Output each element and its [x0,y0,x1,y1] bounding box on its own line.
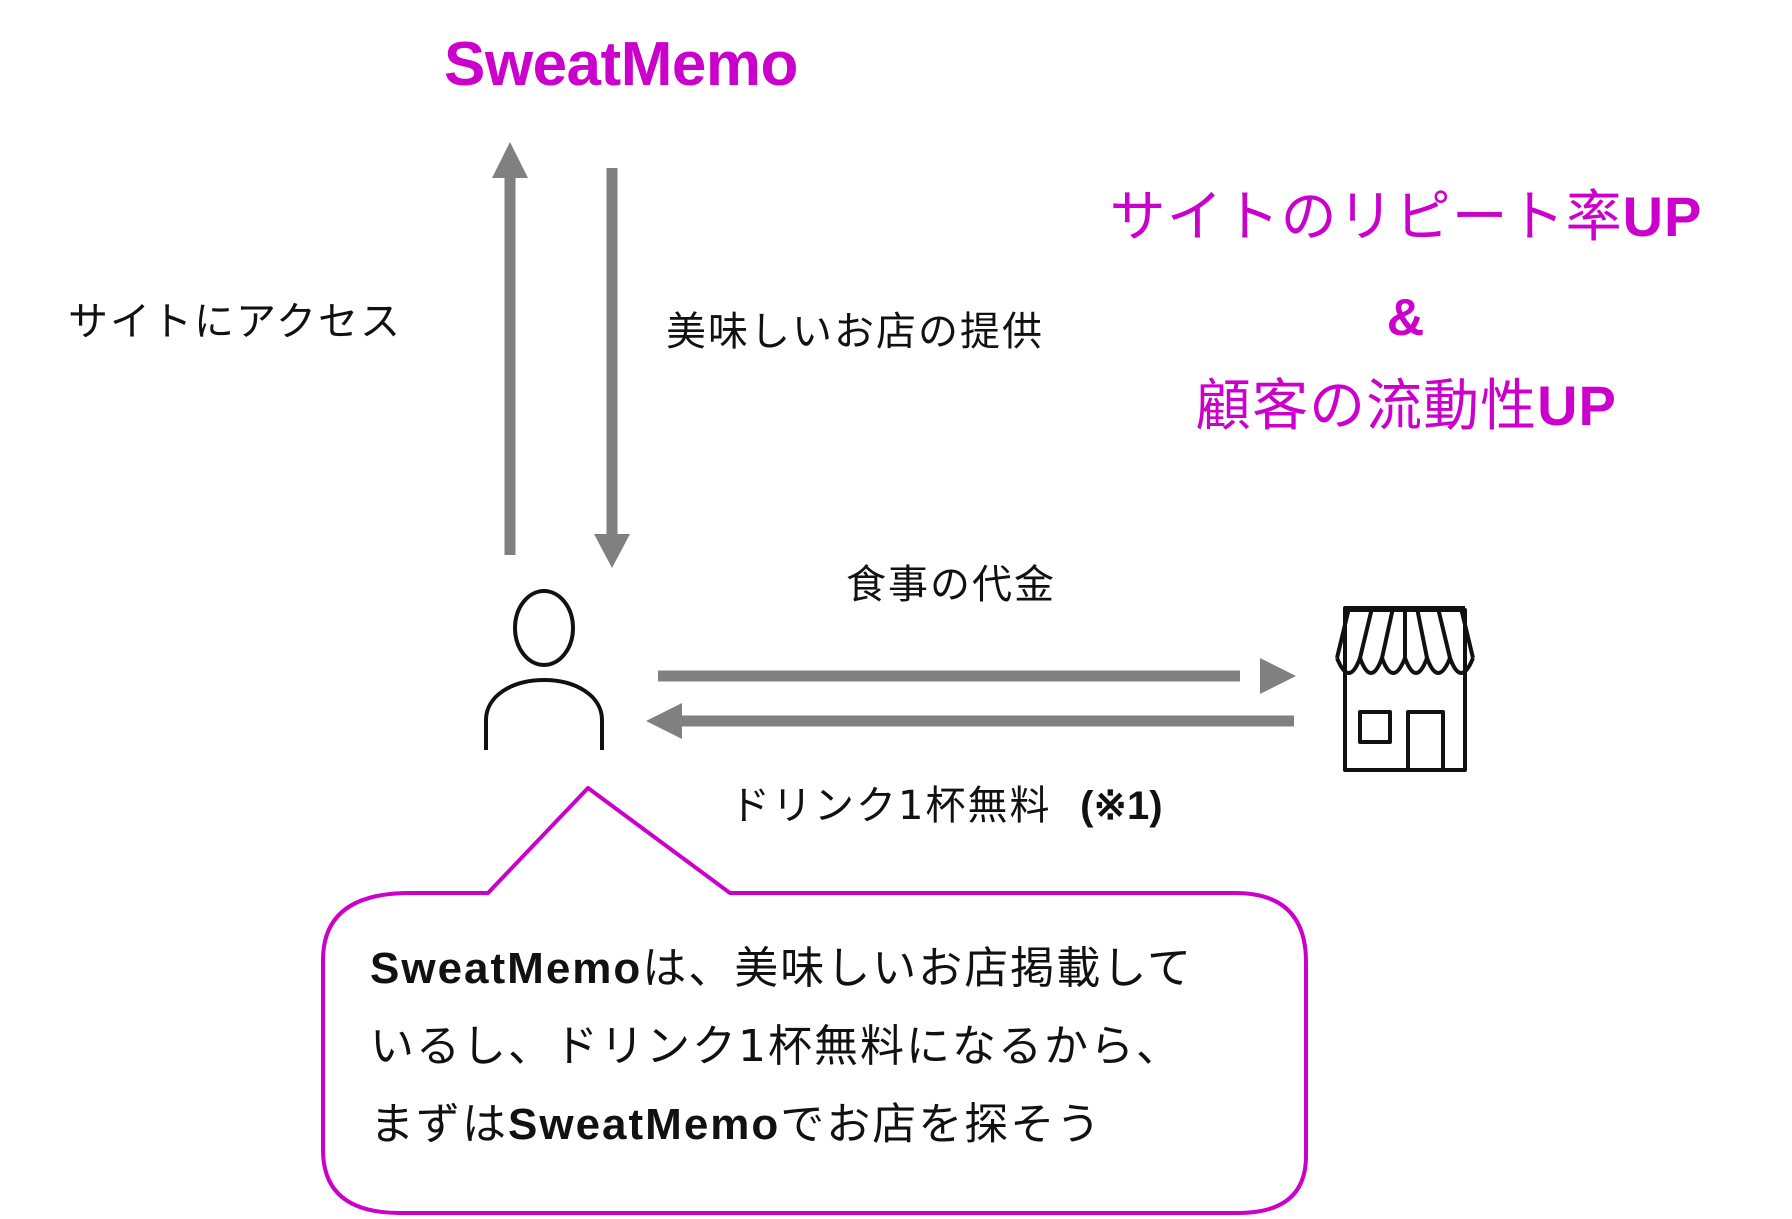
speech-bubble-text: SweatMemoは、美味しいお店掲載して いるし、ドリンク1杯無料になるから、… [370,930,1290,1164]
arrow-user-to-shop [658,658,1296,694]
bubble-brand-3: SweatMemo [508,1100,781,1149]
bubble-line-3: まずはSweatMemoでお店を探そう [370,1086,1290,1164]
arrow-shop-to-user [646,703,1294,739]
storefront-icon [1335,606,1475,772]
benefit-customer-flow-text: 顧客の流動性 [1195,374,1538,439]
bubble-line-2: いるし、ドリンク1杯無料になるから、 [370,1021,1182,1072]
arrow-user-to-site [492,142,528,555]
bubble-line-1-rest: は、美味しいお店掲載して [642,943,1193,994]
site-title: SweatMemo [444,30,798,99]
label-user-to-site: サイトにアクセス [68,299,402,345]
benefit-customer-flow-up: UP [1537,374,1617,437]
person-icon [484,589,604,750]
label-shop-to-user-text: ドリンク1杯無料 [730,783,1052,829]
label-shop-to-user: ドリンク1杯無料 (※1) [730,786,1163,826]
bubble-brand-1: SweatMemo [370,944,643,993]
label-user-to-shop: 食事の代金 [846,562,1056,608]
benefit-ampersand: & [1386,289,1426,347]
arrow-site-to-user [594,168,630,568]
speech-bubble [321,786,1308,1215]
bubble-line-3-post: でお店を探そう [780,1099,1103,1150]
label-shop-to-user-note: (※1) [1080,784,1163,828]
benefit-customer-flow: 顧客の流動性UP [1056,378,1756,435]
benefit-repeat-rate-text: サイトのリピート率 [1109,185,1623,250]
bubble-line-1: SweatMemoは、美味しいお店掲載して [370,930,1290,1008]
bubble-line-3-pre: まずは [370,1099,508,1150]
benefit-repeat-rate-up: UP [1622,185,1703,248]
label-site-to-user: 美味しいお店の提供 [666,309,1044,355]
benefit-repeat-rate: サイトのリピート率UP [1056,189,1756,246]
